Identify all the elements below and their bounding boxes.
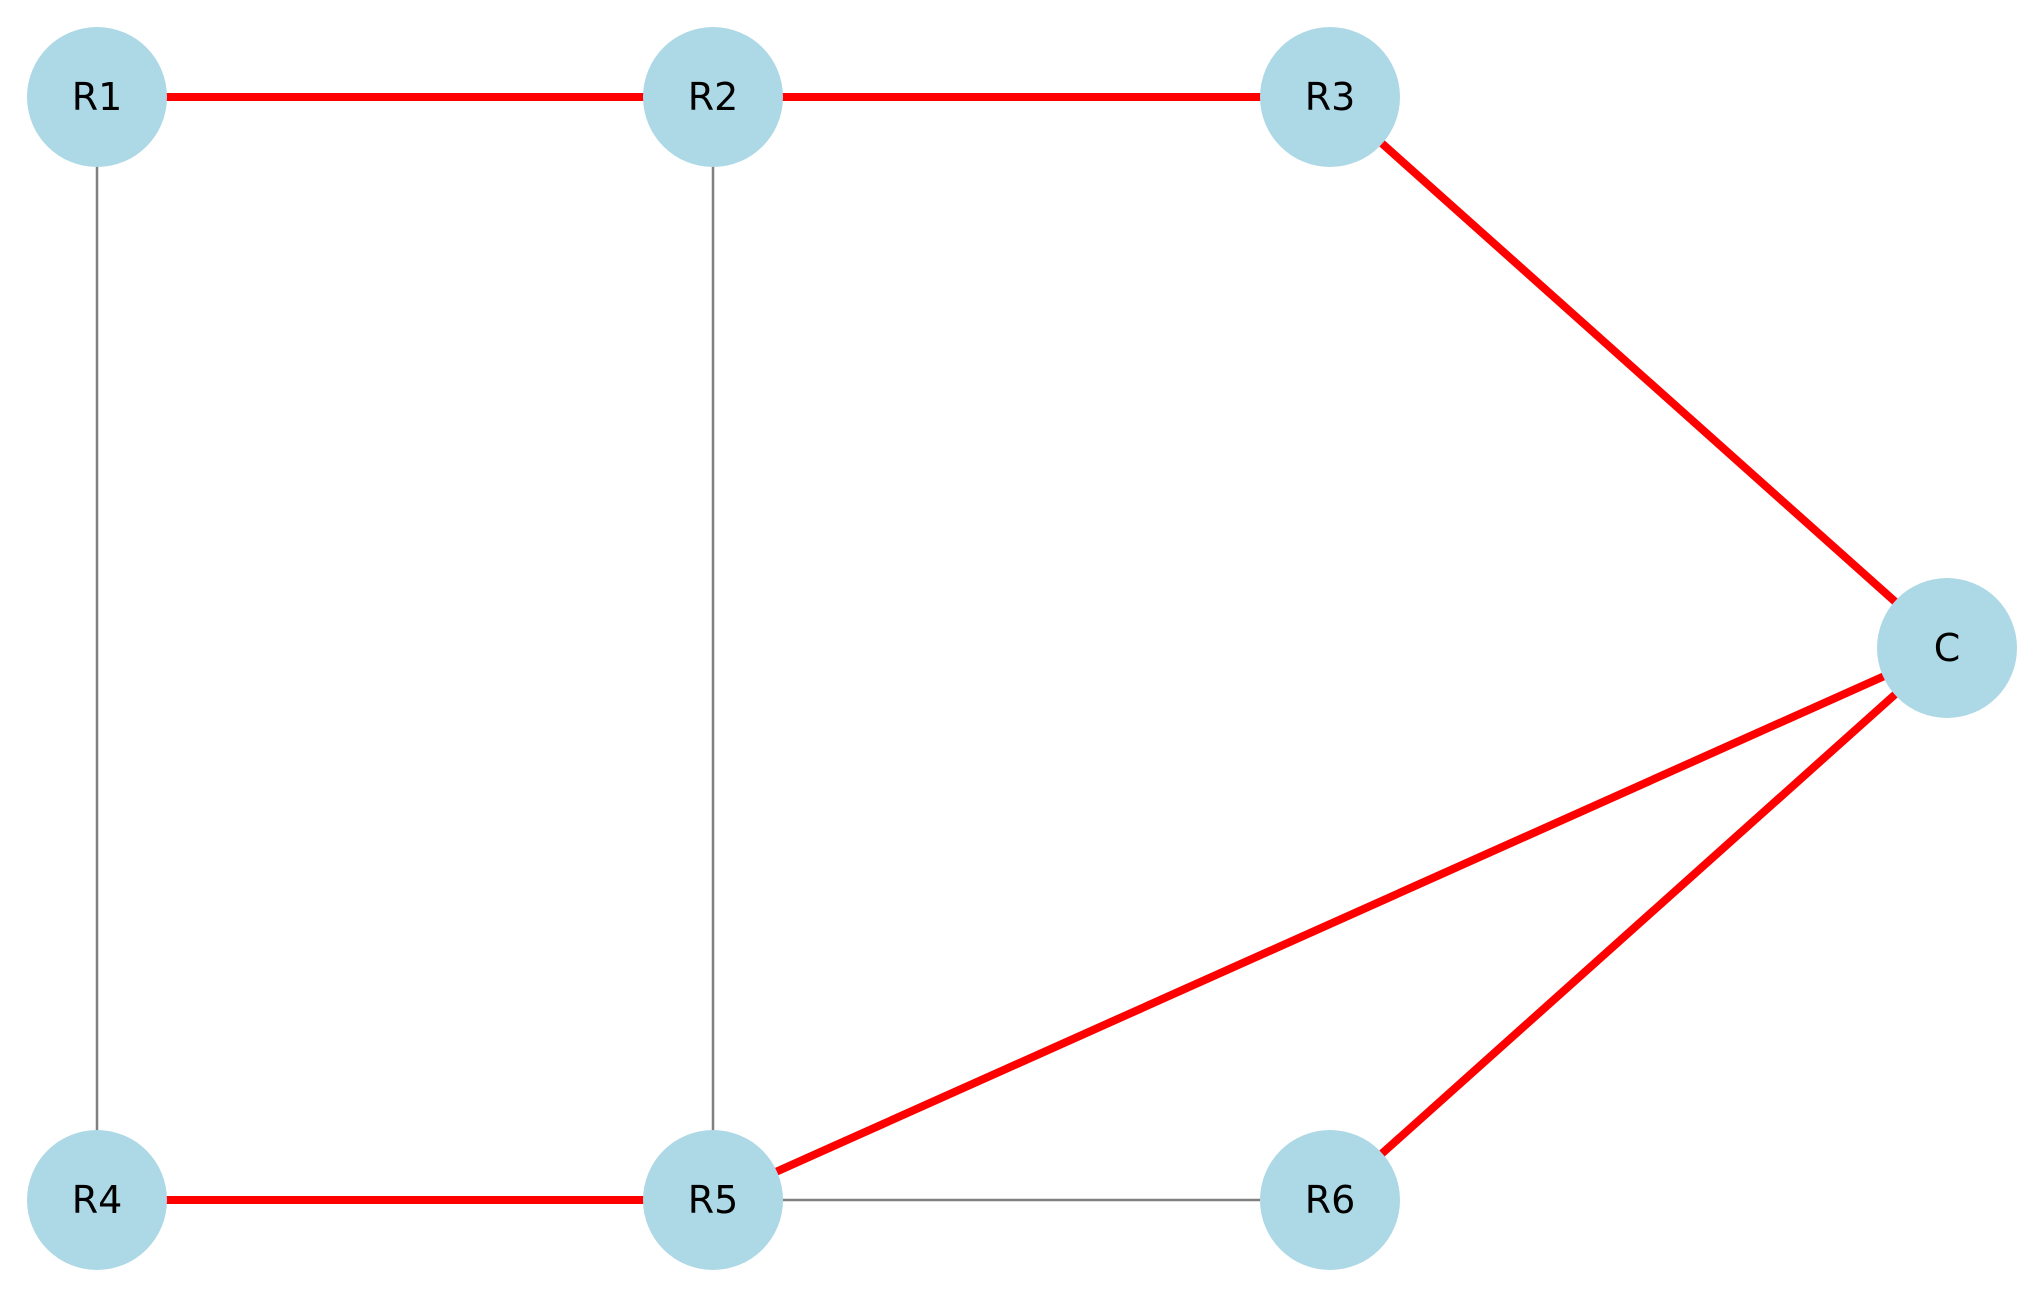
node-label: R5 [688,1178,739,1222]
node-label: R3 [1305,75,1356,119]
node-r6: R6 [1260,1130,1400,1270]
node-label: R1 [72,75,123,119]
node-r5: R5 [643,1130,783,1270]
node-c: C [1877,578,2017,718]
node-label: R6 [1305,1178,1356,1222]
node-r2: R2 [643,27,783,167]
node-circle [27,27,167,167]
node-label: R2 [688,75,739,119]
node-circle [643,1130,783,1270]
node-r1: R1 [27,27,167,167]
edge-r3-c [1327,94,1950,651]
node-circle [1260,1130,1400,1270]
node-r4: R4 [27,1130,167,1270]
edge-r6-c [1327,645,1950,1203]
edge-r5-c [711,644,1949,1204]
node-circle [27,1130,167,1270]
node-label: C [1934,626,1961,670]
node-circle [643,27,783,167]
node-label: R4 [72,1178,123,1222]
node-circle [1260,27,1400,167]
edges-layer [95,93,1950,1204]
node-r3: R3 [1260,27,1400,167]
node-circle [1877,578,2017,718]
